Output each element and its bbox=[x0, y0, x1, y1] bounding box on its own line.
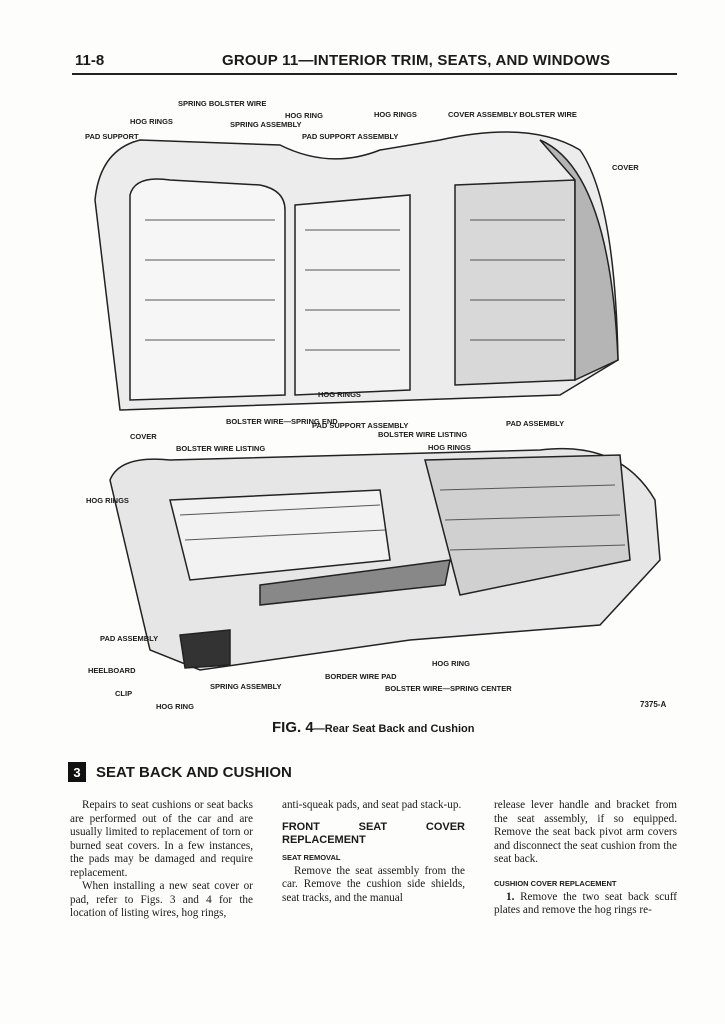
caption-number: FIG. 4 bbox=[272, 719, 314, 736]
paragraph: release lever handle and bracket from th… bbox=[494, 799, 677, 865]
label-bolster-wire-spring-center: BOLSTER WIRE—SPRING CENTER bbox=[385, 684, 512, 693]
label-hog-rings: HOG RINGS bbox=[318, 390, 361, 399]
label-clip: CLIP bbox=[115, 689, 133, 698]
label-hog-ring: HOG RING bbox=[432, 659, 470, 668]
paragraph: When installing a new seat cover or pad,… bbox=[70, 880, 253, 919]
step-text: Remove the two seat back scuff plates an… bbox=[494, 890, 677, 917]
label-spring-bolster-wire: SPRING BOLSTER WIRE bbox=[178, 99, 267, 108]
label-hog-rings: HOG RINGS bbox=[130, 117, 173, 126]
step-number: 1. bbox=[506, 890, 515, 903]
caption-text: —Rear Seat Back and Cushion bbox=[313, 723, 475, 735]
figure-id: 7375-A bbox=[640, 700, 667, 709]
minor-heading: SEAT REMOVAL bbox=[282, 852, 341, 862]
label-spring-assembly: SPRING ASSEMBLY bbox=[210, 682, 282, 691]
page-header-title: GROUP 11—INTERIOR TRIM, SEATS, AND WINDO… bbox=[222, 52, 611, 69]
subheading: FRONT SEAT COVER REPLACEMENT bbox=[282, 820, 465, 846]
label-hog-ring: HOG RING bbox=[156, 702, 194, 711]
paragraph: Remove the seat assembly from the car. R… bbox=[282, 864, 465, 904]
text-column-3: release lever handle and bracket from th… bbox=[494, 799, 677, 918]
minor-heading: CUSHION COVER REPLACEMENT bbox=[494, 878, 617, 888]
label-pad-assembly: PAD ASSEMBLY bbox=[506, 419, 565, 428]
label-cover: COVER bbox=[612, 163, 639, 172]
label-cover-assembly-bolster-wire: COVER ASSEMBLY BOLSTER WIRE bbox=[448, 110, 577, 119]
label-hog-ring: HOG RING bbox=[285, 111, 323, 120]
label-hog-rings: HOG RINGS bbox=[86, 496, 129, 505]
section-title: SEAT BACK AND CUSHION bbox=[96, 763, 292, 781]
paragraph: 1. Remove the two seat back scuff plates… bbox=[494, 891, 677, 918]
label-hog-rings: HOG RINGS bbox=[428, 443, 471, 452]
label-bolster-wire-spring-end: BOLSTER WIRE—SPRING END bbox=[226, 417, 338, 426]
seat-illustration bbox=[94, 131, 661, 671]
label-spring-assembly: SPRING ASSEMBLY bbox=[230, 120, 302, 129]
label-pad-assembly: PAD ASSEMBLY bbox=[100, 634, 159, 643]
text-column-2: anti-squeak pads, and seat pad stack-up.… bbox=[282, 799, 465, 905]
header-rule bbox=[72, 73, 677, 75]
paragraph: Repairs to seat cushions or seat backs a… bbox=[70, 799, 253, 879]
label-bolster-wire-listing: BOLSTER WIRE LISTING bbox=[176, 444, 266, 453]
label-pad-support-assembly: PAD SUPPORT ASSEMBLY bbox=[312, 421, 409, 430]
label-border-wire-pad: BORDER WIRE PAD bbox=[325, 672, 397, 681]
label-heelboard: HEELBOARD bbox=[88, 666, 136, 675]
label-bolster-wire-listing: BOLSTER WIRE LISTING bbox=[378, 430, 468, 439]
label-pad-support-assembly: PAD SUPPORT ASSEMBLY bbox=[302, 132, 399, 141]
label-hog-rings: HOG RINGS bbox=[374, 110, 417, 119]
text-column-1: Repairs to seat cushions or seat backs a… bbox=[70, 799, 253, 921]
section-heading: 3 SEAT BACK AND CUSHION bbox=[68, 762, 292, 782]
section-number: 3 bbox=[68, 762, 86, 782]
page-number: 11-8 bbox=[75, 52, 105, 69]
figure-caption: FIG. 4—Rear Seat Back and Cushion bbox=[272, 719, 474, 736]
paragraph: anti-squeak pads, and seat pad stack-up. bbox=[282, 799, 462, 811]
label-cover: COVER bbox=[130, 432, 157, 441]
label-pad-support: PAD SUPPORT bbox=[85, 132, 139, 141]
